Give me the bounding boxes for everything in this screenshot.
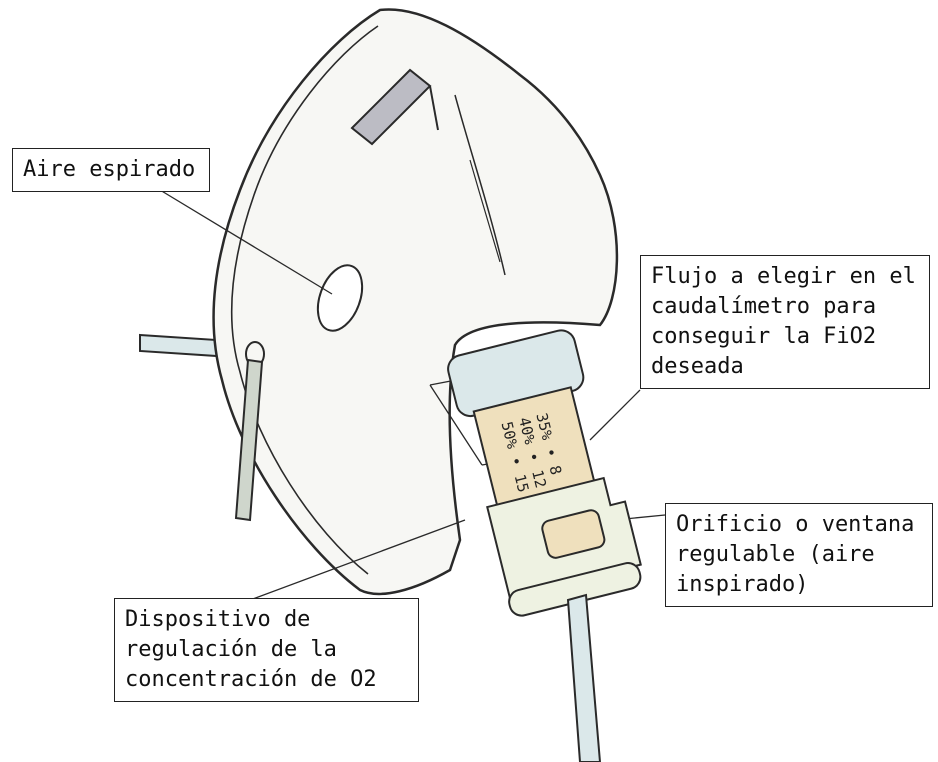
mask-body xyxy=(212,8,619,596)
bottom-tubing xyxy=(566,593,602,762)
top-strap-end xyxy=(429,85,439,131)
exhalation-port xyxy=(316,264,364,332)
venturi-device: 35% • 8 40% • 12 50% • 15 xyxy=(447,329,642,617)
mask-crease xyxy=(469,159,501,263)
mask-crease xyxy=(454,94,506,276)
label-flow-select: Flujo a elegir en el caudalímetro para c… xyxy=(640,255,930,389)
leader-line-device xyxy=(249,519,466,601)
mask-rim xyxy=(230,25,379,575)
label-adjustable-window: Orificio o ventana regulable (aire inspi… xyxy=(665,503,933,607)
window-opening xyxy=(541,509,606,559)
leader-line-exhaled xyxy=(159,189,333,295)
leader-line-flow xyxy=(589,389,641,441)
label-exhaled-air: Aire espirado xyxy=(12,148,210,192)
label-regulation-device: Dispositivo de regulación de la concentr… xyxy=(114,598,419,702)
side-strap xyxy=(234,358,264,522)
